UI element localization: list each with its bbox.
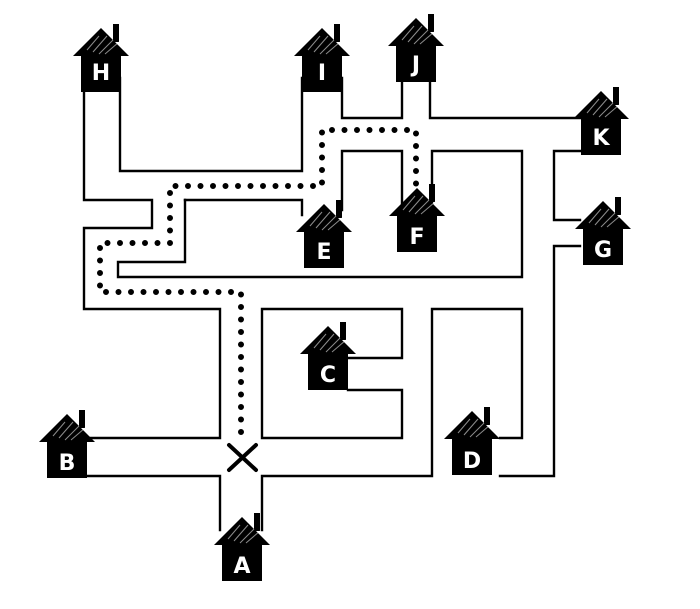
house-h-label: H <box>92 61 110 86</box>
road-edge-11 <box>260 307 524 532</box>
house-e-label: E <box>316 240 331 265</box>
house-i-label: I <box>318 61 326 86</box>
house-f[interactable]: F <box>389 183 445 253</box>
house-c[interactable]: C <box>300 321 356 391</box>
road-edge-10 <box>78 474 222 532</box>
start-x-mark <box>227 443 258 472</box>
road-edge-7 <box>340 149 404 212</box>
house-g[interactable]: G <box>575 196 631 266</box>
road-edge-4 <box>428 76 582 120</box>
house-j[interactable]: J <box>388 13 444 83</box>
house-k[interactable]: K <box>573 86 629 156</box>
road-edge-2 <box>118 76 304 173</box>
road-edge-12 <box>260 307 404 440</box>
road-edge-1 <box>78 76 222 440</box>
dotted-route <box>97 127 419 435</box>
road-edge-6 <box>116 149 524 279</box>
house-j-label: J <box>410 53 420 78</box>
house-a[interactable]: A <box>214 512 270 582</box>
house-i[interactable]: I <box>294 23 350 93</box>
road-edge-3 <box>340 76 404 120</box>
house-e[interactable]: E <box>296 199 352 269</box>
road-edge-5 <box>183 198 304 217</box>
road-network <box>78 76 582 532</box>
house-b-label: B <box>59 451 76 476</box>
house-g-label: G <box>594 238 612 263</box>
house-f-label: F <box>409 225 424 250</box>
house-b[interactable]: B <box>39 409 95 479</box>
house-h[interactable]: H <box>73 23 129 93</box>
house-d-label: D <box>463 449 481 474</box>
road-edge-8 <box>552 149 582 222</box>
house-c-label: C <box>320 363 336 388</box>
house-k-label: K <box>592 126 610 151</box>
road-edge-9 <box>498 244 582 478</box>
house-a-label: A <box>233 554 250 579</box>
house-d[interactable]: D <box>444 406 500 476</box>
